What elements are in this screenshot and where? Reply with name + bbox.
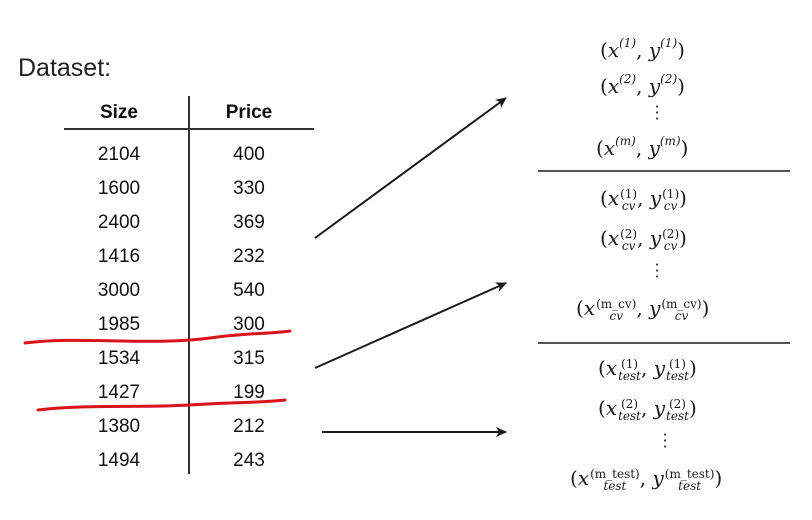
dataset-title: Dataset: — [18, 54, 112, 82]
cell-size: 2400 — [97, 212, 141, 233]
cell-size: 1380 — [97, 416, 141, 437]
table-row: 3000 540 — [64, 274, 314, 308]
cell-price: 400 — [233, 144, 265, 165]
cell-size: 1985 — [97, 314, 141, 335]
cell-size: 1600 — [97, 178, 141, 199]
cell-price: 199 — [233, 382, 265, 403]
red-split-line-cv-test — [36, 398, 287, 412]
cell-price: 300 — [233, 314, 265, 335]
red-split-line-train-cv — [23, 329, 292, 345]
table-row: 1494 243 — [64, 444, 314, 478]
arrow-to-train — [314, 97, 507, 239]
cell-size: 1534 — [97, 348, 141, 369]
cell-size: 3000 — [97, 280, 141, 301]
cell-price: 212 — [233, 416, 265, 437]
test-example-2: (x(2)test, y(2)test) — [598, 396, 697, 423]
column-header-price: Price — [225, 102, 273, 123]
cv-example-2: (x(2)cv, y(2)cv) — [600, 226, 687, 253]
table-row: 1600 330 — [64, 172, 314, 206]
table-column-rule — [188, 96, 190, 474]
dataset-table: Size Price 2104 400 1600 330 2400 369 14… — [64, 96, 314, 476]
train-example-1: (x(1), y(1)) — [600, 36, 685, 62]
cell-size: 2104 — [97, 144, 141, 165]
divider-cv-test — [538, 342, 790, 344]
cell-size: 1494 — [97, 450, 141, 471]
cell-price: 232 — [233, 246, 265, 267]
train-example-m: (x(m), y(m)) — [596, 134, 689, 160]
divider-train-cv — [538, 170, 790, 172]
arrow-to-cv — [314, 282, 507, 369]
test-ellipsis: ··· — [662, 425, 668, 456]
table-row: 2104 400 — [64, 138, 314, 172]
table-row: 1985 300 — [64, 308, 314, 342]
cell-price: 330 — [233, 178, 265, 199]
table-row: 1534 315 — [64, 342, 314, 376]
cell-price: 315 — [233, 348, 265, 369]
train-example-2: (x(2), y(2)) — [600, 72, 685, 98]
cv-ellipsis: ··· — [654, 255, 660, 286]
table-row: 1380 212 — [64, 410, 314, 444]
column-header-size: Size — [99, 102, 139, 123]
cell-size: 1416 — [97, 246, 141, 267]
cell-price: 243 — [233, 450, 265, 471]
cv-example-1: (x(1)cv, y(1)cv) — [600, 186, 687, 213]
table-row: 2400 369 — [64, 206, 314, 240]
train-ellipsis: ··· — [654, 97, 660, 128]
test-example-m: (x(m_test)test, y(m_test)test) — [570, 466, 723, 493]
cv-example-m: (x(m_cv)cv, y(m_cv)cv) — [576, 296, 710, 323]
table-row: 1416 232 — [64, 240, 314, 274]
table-row: 1427 199 — [64, 376, 314, 410]
cell-size: 1427 — [97, 382, 141, 403]
test-example-1: (x(1)test, y(1)test) — [598, 356, 697, 383]
cell-price: 540 — [233, 280, 265, 301]
cell-price: 369 — [233, 212, 265, 233]
